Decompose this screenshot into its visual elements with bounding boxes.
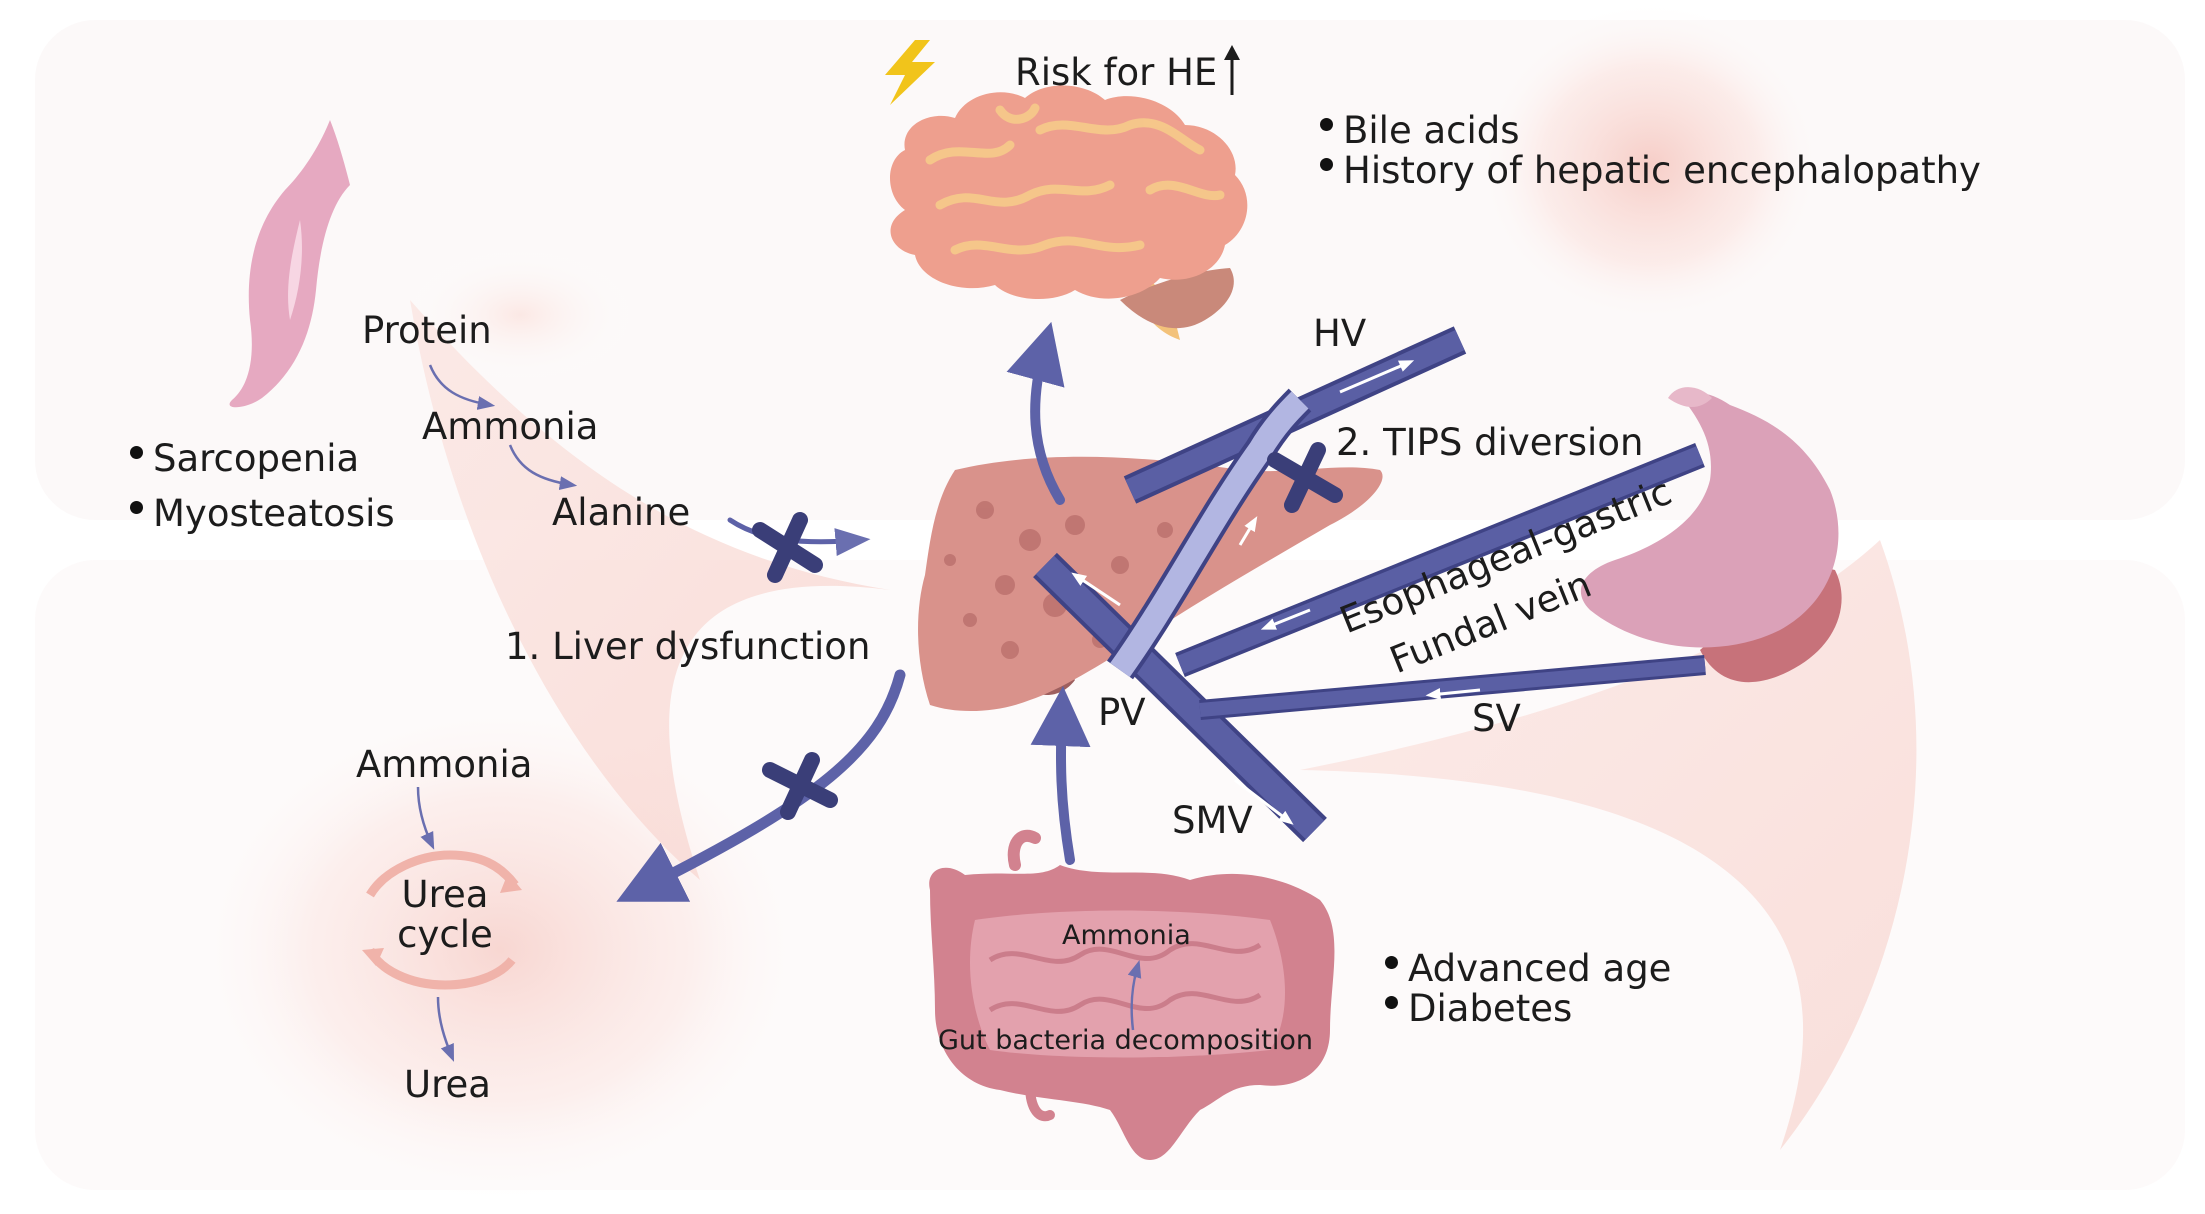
muscle-factor-2: Myosteatosis bbox=[130, 495, 395, 532]
urea-cycle-line1: Urea bbox=[401, 873, 489, 916]
ammonia-muscle-label: Ammonia bbox=[422, 405, 599, 448]
vessel-label-hv: HV bbox=[1313, 312, 1367, 355]
swoosh-right bbox=[1300, 540, 1917, 1150]
patient-factor-1: Advanced age bbox=[1385, 950, 1671, 987]
glow-left bbox=[400, 245, 640, 385]
tips-diversion-label: 2. TIPS diversion bbox=[1336, 421, 1644, 464]
urea-cycle-ring bbox=[362, 850, 522, 990]
lightning-bolt-icon bbox=[885, 40, 935, 105]
brain-factor-1: Bile acids bbox=[1320, 112, 1520, 149]
metabolic-arrows bbox=[416, 364, 1142, 1062]
vessel-label-smv: SMV bbox=[1172, 799, 1253, 842]
gut-bacteria-label: Gut bacteria decomposition bbox=[938, 1025, 1314, 1056]
up-arrow-icon bbox=[1224, 45, 1240, 95]
vessel-label-sv: SV bbox=[1472, 697, 1521, 740]
muscle-illustration bbox=[229, 120, 350, 408]
muscle-factor-1: Sarcopenia bbox=[130, 440, 359, 477]
brain-illustration bbox=[890, 85, 1248, 340]
vessel-system bbox=[1033, 326, 1706, 843]
stomach-illustration bbox=[1580, 387, 1842, 683]
protein-label: Protein bbox=[362, 309, 492, 352]
block-crosses bbox=[752, 442, 1343, 820]
patient-factor-2: Diabetes bbox=[1385, 990, 1572, 1027]
urea-cycle-ammonia-label: Ammonia bbox=[356, 743, 533, 786]
risk-title: Risk for HE bbox=[1015, 51, 1218, 94]
pathway-arrows bbox=[616, 321, 1091, 902]
gut-ammonia-label: Ammonia bbox=[1062, 920, 1191, 951]
brain-factor-2: History of hepatic encephalopathy bbox=[1320, 152, 1981, 189]
alanine-label: Alanine bbox=[552, 491, 691, 534]
urea-label: Urea bbox=[404, 1063, 491, 1106]
urea-cycle-line2: cycle bbox=[397, 913, 493, 956]
liver-dysfunction-label: 1. Liver dysfunction bbox=[505, 625, 871, 668]
swoosh-left bbox=[410, 300, 890, 880]
vessel-label-pv: PV bbox=[1098, 691, 1146, 734]
